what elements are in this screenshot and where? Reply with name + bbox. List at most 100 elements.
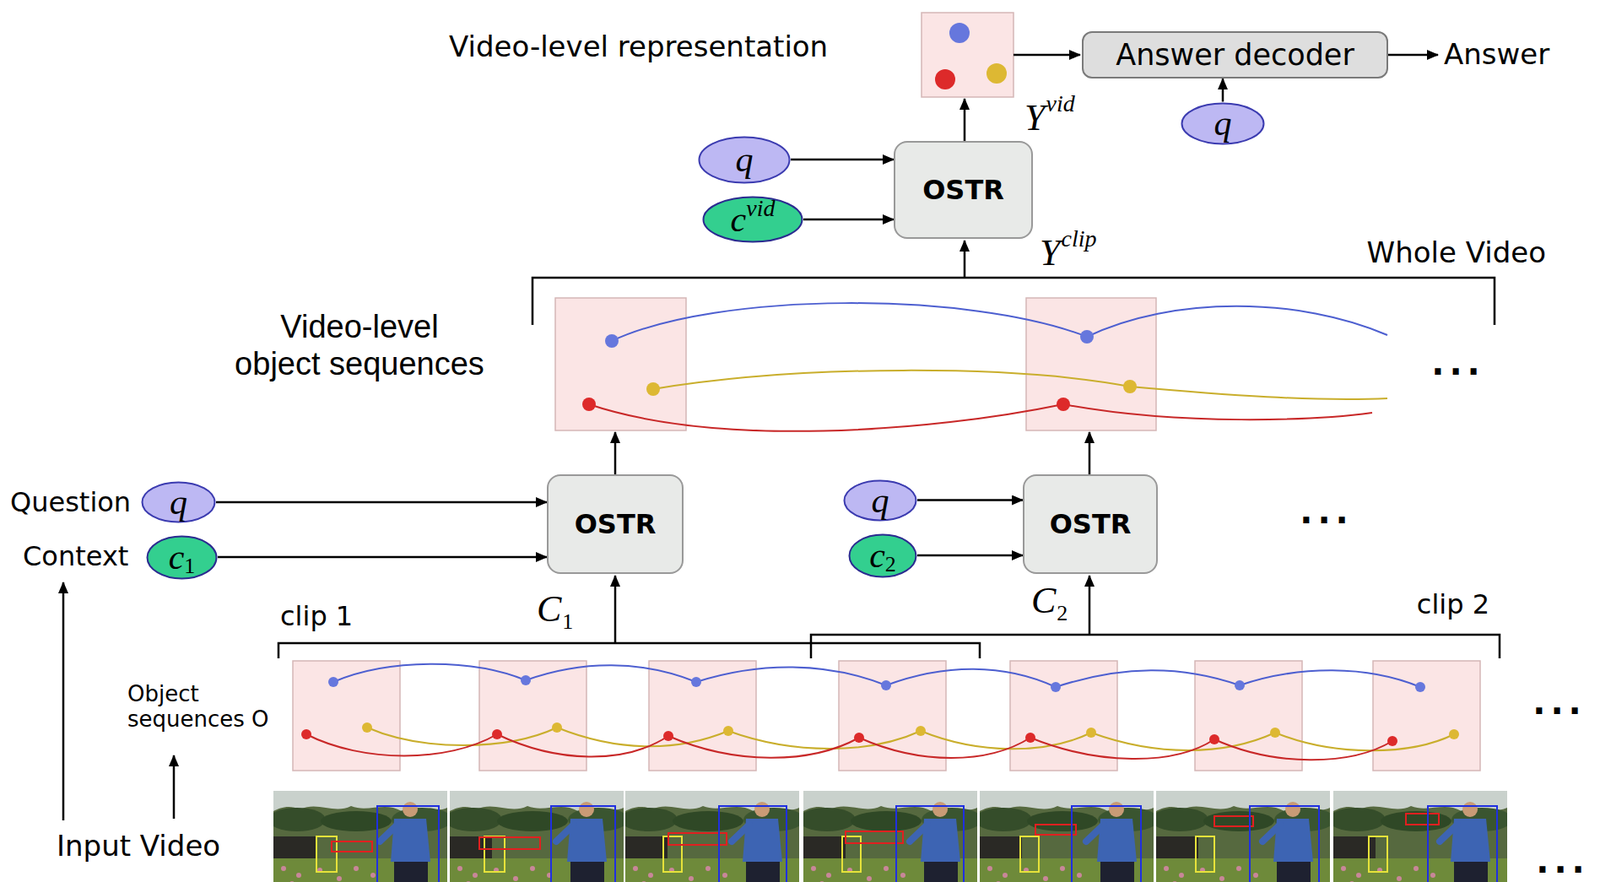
- question-ellipse: q: [843, 479, 918, 522]
- range-bracket: [278, 643, 980, 659]
- symbol-label: Y: [1039, 234, 1060, 272]
- object-dot: [1080, 329, 1094, 344]
- node-text: Answer decoder: [1115, 37, 1355, 72]
- detection-box: [331, 841, 373, 852]
- flow-arrow: [62, 582, 65, 821]
- object-dot: [301, 729, 312, 740]
- node-text: q: [1214, 105, 1233, 141]
- node-text: 1: [183, 555, 195, 578]
- output-label: Answer: [1443, 37, 1550, 71]
- object-dot: [1123, 379, 1137, 394]
- frame-photo: [444, 790, 629, 882]
- object-dot: [1234, 680, 1245, 691]
- node-text: c: [730, 201, 747, 238]
- video-frame: [798, 790, 983, 882]
- range-label: Whole Video: [1367, 236, 1546, 270]
- object-dot: [1025, 732, 1036, 743]
- symbol-superscript: vid: [1045, 91, 1075, 116]
- context-ellipse: cvid: [702, 195, 804, 244]
- flow-arrow: [963, 98, 967, 141]
- object-dot: [582, 397, 596, 411]
- ellipsis-mark: ...: [1299, 494, 1354, 529]
- arrow-connector: [216, 501, 547, 504]
- stage-label: Object sequences O: [127, 681, 270, 733]
- video-frame: [620, 790, 805, 882]
- object-dot: [1050, 681, 1061, 692]
- video-frames: [268, 790, 1513, 882]
- node-text: OSTR: [1049, 508, 1132, 541]
- input-label: Question: [10, 486, 131, 519]
- detection-box: [1195, 836, 1215, 872]
- track-line: [589, 404, 1373, 432]
- detection-box: [1249, 805, 1319, 882]
- object-dot: [1270, 727, 1281, 738]
- node-text: OSTR: [922, 174, 1005, 206]
- clip-frame: [555, 297, 687, 431]
- detection-box: [845, 831, 903, 844]
- frame-boxes: [292, 660, 1481, 771]
- object-dot: [1387, 735, 1398, 746]
- object-dot: [1086, 727, 1097, 738]
- arrow-connector: [217, 556, 547, 559]
- frame-photo: [974, 790, 1159, 882]
- object-dot: [986, 63, 1007, 84]
- node-text: q: [169, 484, 188, 520]
- arrow-connector: [917, 554, 1023, 557]
- frame-box: [648, 660, 757, 771]
- ellipsis-mark: ...: [1431, 345, 1486, 380]
- arrow-connector: [803, 218, 894, 222]
- object-dot: [1209, 734, 1220, 745]
- frame-photo: [268, 790, 453, 882]
- track-line: [611, 302, 1388, 341]
- object-dot: [915, 725, 926, 736]
- decoder-box: Answer decoder: [1081, 31, 1389, 79]
- detection-box: [718, 805, 787, 882]
- detection-box: [1071, 805, 1141, 882]
- flow-arrow: [1013, 54, 1081, 57]
- flow-arrow: [614, 575, 617, 644]
- flow-arrow: [1088, 575, 1092, 635]
- video-frame: [268, 790, 453, 882]
- frame-photo: [1328, 790, 1513, 882]
- object-dot: [935, 69, 956, 90]
- node-text: c: [168, 539, 185, 575]
- symbol-label: Y: [1024, 99, 1045, 137]
- flow-arrow: [1088, 432, 1092, 475]
- object-dot: [551, 722, 563, 733]
- symbol-superscript: clip: [1060, 227, 1097, 251]
- object-dot: [1415, 681, 1426, 692]
- track-dots: [582, 329, 1137, 411]
- track-lines: [306, 664, 1455, 761]
- question-ellipse: q: [697, 135, 791, 184]
- context-ellipse: c1: [145, 535, 218, 580]
- symbol-subscript: 1: [562, 610, 573, 633]
- detection-box: [1405, 813, 1439, 825]
- object-dot: [328, 676, 339, 687]
- arrow-connector: [917, 498, 1023, 502]
- question-ellipse: q: [1180, 102, 1265, 146]
- frame-box: [838, 660, 946, 771]
- representation-box: [921, 12, 1014, 98]
- range-bracket: [810, 634, 1500, 659]
- object-dot: [362, 722, 373, 733]
- detection-box: [551, 805, 616, 882]
- video-frame: [444, 790, 629, 882]
- question-ellipse: q: [140, 481, 217, 524]
- range-label: clip 2: [1416, 589, 1490, 621]
- object-dot: [854, 732, 865, 743]
- ostr-module: OSTR: [893, 140, 1033, 239]
- detection-box: [377, 805, 439, 882]
- ellipsis-mark: ...: [1535, 843, 1590, 878]
- ellipse-shape: [849, 534, 917, 577]
- ellipse-shape: [703, 197, 803, 243]
- symbol-subscript: 2: [1056, 602, 1068, 625]
- flow-arrow: [1388, 54, 1438, 57]
- object-dot: [520, 675, 531, 686]
- ellipse-shape: [699, 136, 790, 183]
- object-dot: [723, 725, 734, 736]
- node-text: q: [735, 141, 754, 178]
- track-lines: [589, 302, 1388, 432]
- object-dot: [605, 334, 619, 348]
